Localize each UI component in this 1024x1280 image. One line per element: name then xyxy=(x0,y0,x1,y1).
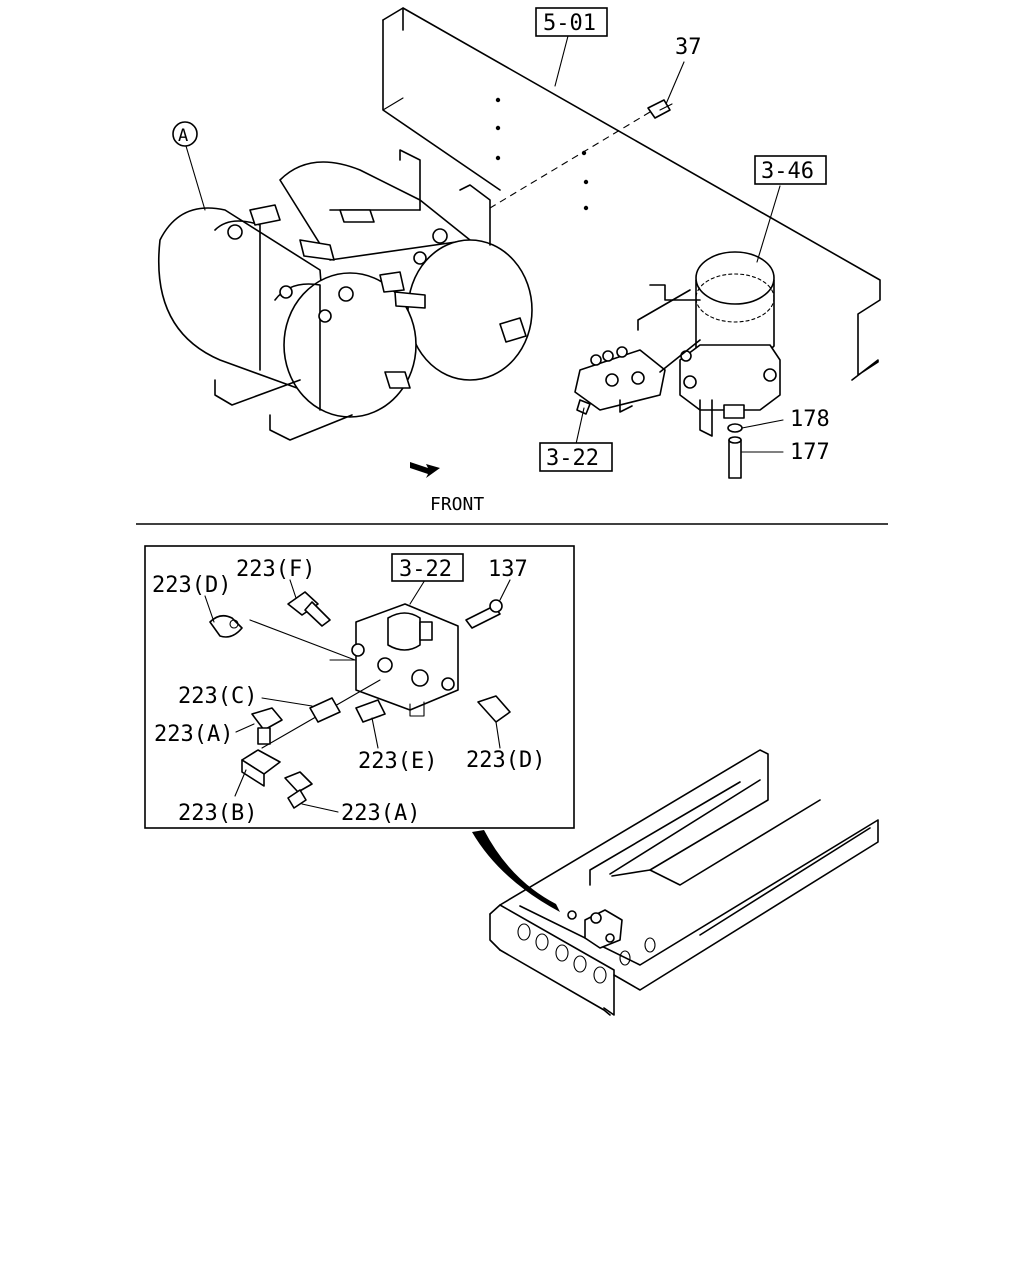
part-177-label[interactable]: 177 xyxy=(790,440,830,465)
part-223F-label[interactable]: 223(F) xyxy=(236,557,315,582)
ref-a-label: A xyxy=(178,126,188,146)
part-178-label[interactable]: 178 xyxy=(790,407,830,432)
part-223B-label[interactable]: 223(B) xyxy=(178,801,257,826)
ref-a-circle[interactable] xyxy=(172,121,198,147)
part-223E-label[interactable]: 223(E) xyxy=(358,749,437,774)
valve-3-22 xyxy=(574,339,701,415)
fitting-223C xyxy=(309,697,341,723)
part-37-label[interactable]: 37 xyxy=(675,35,702,60)
fitting-223D-right xyxy=(477,695,511,723)
location-arrow xyxy=(472,830,560,912)
air-dryer-3-46 xyxy=(637,251,781,437)
detail-inset-frame xyxy=(144,545,575,829)
part-223D-right-label[interactable]: 223(D) xyxy=(466,748,545,773)
ref-box-3-46[interactable] xyxy=(754,155,827,185)
part-223C-label[interactable]: 223(C) xyxy=(178,684,257,709)
inset-ref-box-3-22[interactable] xyxy=(391,553,464,582)
ref-3-46-label: 3-46 xyxy=(761,159,814,184)
part-223A-upper-label[interactable]: 223(A) xyxy=(154,722,233,747)
air-tanks xyxy=(158,149,533,441)
fitting-223D-left xyxy=(209,614,243,638)
fitting-223E xyxy=(355,699,386,723)
fitting-223B xyxy=(241,749,281,787)
part-223A-lower-label[interactable]: 223(A) xyxy=(341,801,420,826)
frame-rail xyxy=(382,7,881,381)
fitting-223A-upper xyxy=(251,707,283,745)
inset-ref-3-22-label: 3-22 xyxy=(399,557,452,582)
valve-detail xyxy=(249,599,503,749)
front-arrow-icon xyxy=(410,462,440,478)
part-137-label[interactable]: 137 xyxy=(488,557,528,582)
part-223D-left-label[interactable]: 223(D) xyxy=(152,573,231,598)
ref-box-3-22[interactable] xyxy=(539,442,613,472)
ref-5-01-label: 5-01 xyxy=(543,11,596,36)
drain-parts xyxy=(727,423,743,479)
chassis-frame xyxy=(489,749,879,1016)
fitting-223F xyxy=(287,591,331,627)
front-label: FRONT xyxy=(430,494,484,515)
bolt-37 xyxy=(647,99,673,119)
fitting-223A-lower xyxy=(284,771,313,809)
chassis-valve xyxy=(567,909,623,949)
ref-box-5-01[interactable] xyxy=(535,7,608,37)
ref-3-22-label: 3-22 xyxy=(546,446,599,471)
